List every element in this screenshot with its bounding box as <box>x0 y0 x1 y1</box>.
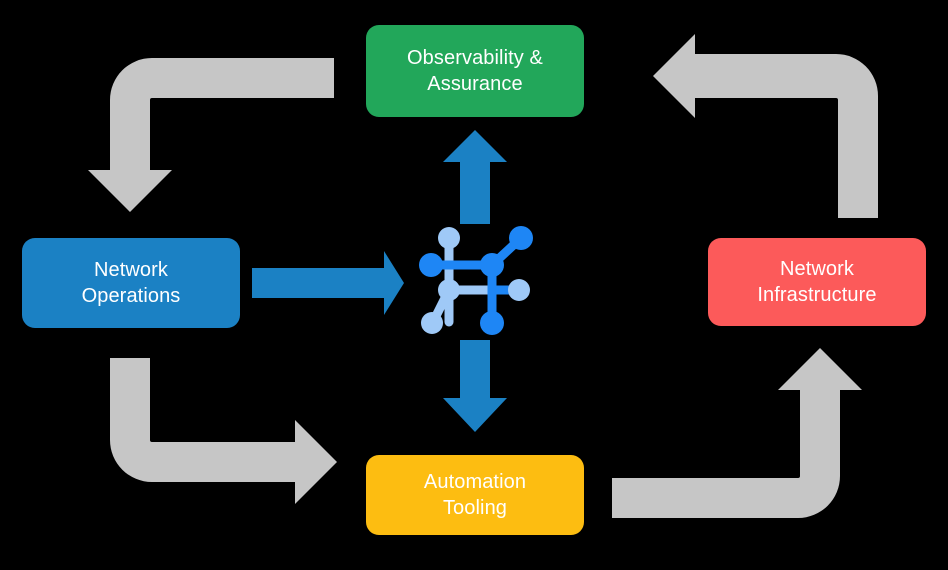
arrow-operations-to-center <box>252 251 404 315</box>
network-icon-nodes <box>419 226 533 335</box>
arrow-infrastructure-to-observability <box>653 34 878 218</box>
box-network-infrastructure[interactable]: Network Infrastructure <box>708 238 926 326</box>
box-observability-assurance[interactable]: Observability & Assurance <box>366 25 584 117</box>
box-network-operations[interactable]: Network Operations <box>22 238 240 328</box>
arrow-automation-to-infrastructure <box>612 348 862 518</box>
box-automation-tooling[interactable]: Automation Tooling <box>366 455 584 535</box>
arrow-center-to-automation <box>443 340 507 432</box>
arrow-operations-to-automation <box>110 358 337 504</box>
arrow-center-to-observability <box>443 130 507 224</box>
arrow-observability-to-operations <box>88 58 334 212</box>
